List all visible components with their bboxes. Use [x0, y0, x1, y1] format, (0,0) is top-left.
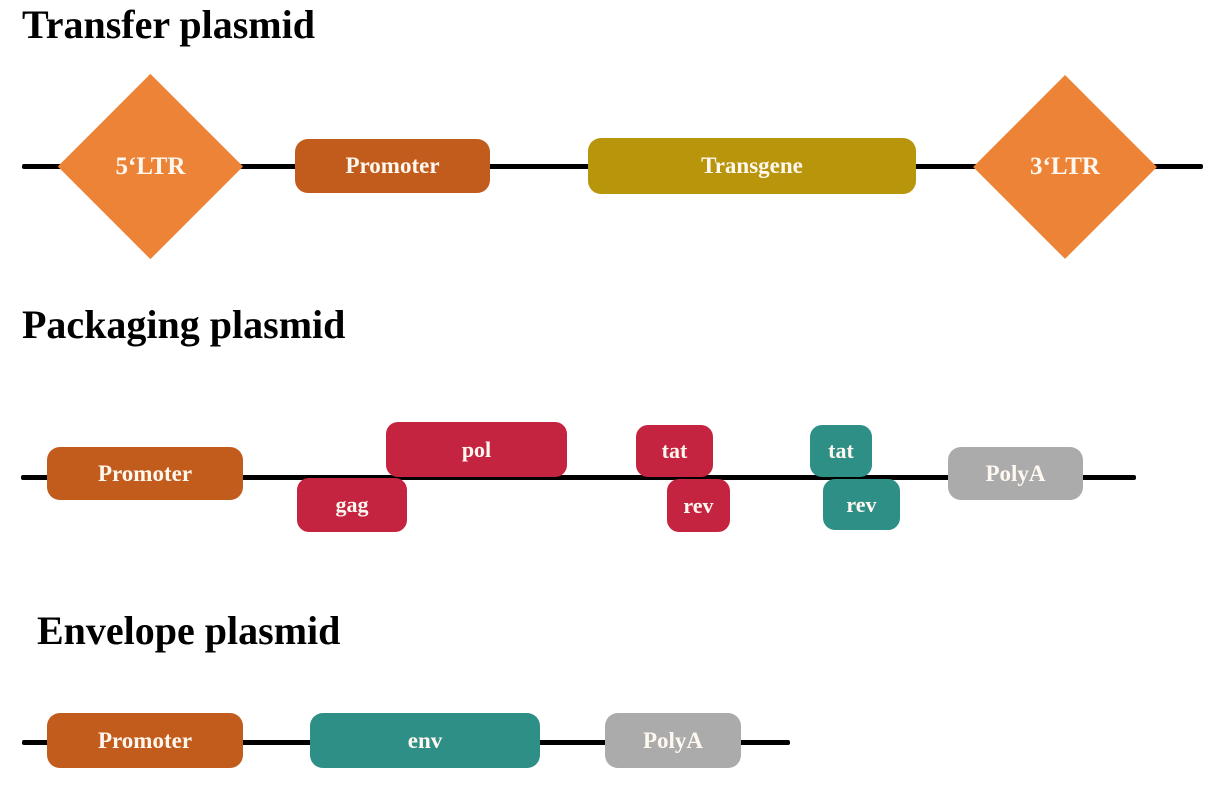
transgene-box: Transgene [588, 138, 916, 194]
five-ltr-label: 5‘LTR [115, 152, 186, 180]
env-box: env [310, 713, 540, 768]
packaging-polya-box: PolyA [948, 447, 1083, 500]
env-label: env [407, 727, 443, 753]
three-ltr-diamond: 3‘LTR [973, 75, 1157, 259]
packaging-promoter-label: Promoter [97, 460, 193, 486]
envelope-polya-box: PolyA [605, 713, 741, 768]
tat-crimson-label: tat [661, 438, 688, 463]
rev-crimson-box: rev [667, 479, 730, 532]
gag-label: gag [335, 492, 369, 517]
pol-label: pol [461, 436, 492, 462]
transfer-plasmid-title: Transfer plasmid [22, 2, 315, 47]
gag-box: gag [297, 478, 407, 532]
transfer-promoter-box: Promoter [295, 139, 490, 193]
packaging-backbone-line [21, 475, 1136, 480]
tat-teal-label: tat [828, 438, 854, 463]
envelope-promoter-label: Promoter [97, 727, 193, 753]
tat-teal-box: tat [810, 425, 872, 477]
three-ltr-label: 3‘LTR [1030, 153, 1100, 180]
rev-teal-box: rev [823, 479, 900, 530]
packaging-polya-label: PolyA [985, 460, 1046, 486]
packaging-plasmid-title: Packaging plasmid [22, 302, 346, 347]
rev-teal-label: rev [846, 491, 877, 517]
five-ltr-diamond: 5‘LTR [58, 74, 243, 259]
pol-box: pol [386, 422, 567, 477]
envelope-polya-label: PolyA [642, 727, 704, 753]
rev-crimson-label: rev [683, 492, 714, 518]
envelope-plasmid-title: Envelope plasmid [37, 608, 341, 653]
tat-crimson-box: tat [636, 425, 713, 477]
packaging-promoter-box: Promoter [47, 447, 243, 500]
transgene-label: Transgene [701, 153, 803, 178]
transfer-promoter-label: Promoter [345, 153, 440, 178]
envelope-promoter-box: Promoter [47, 713, 243, 768]
